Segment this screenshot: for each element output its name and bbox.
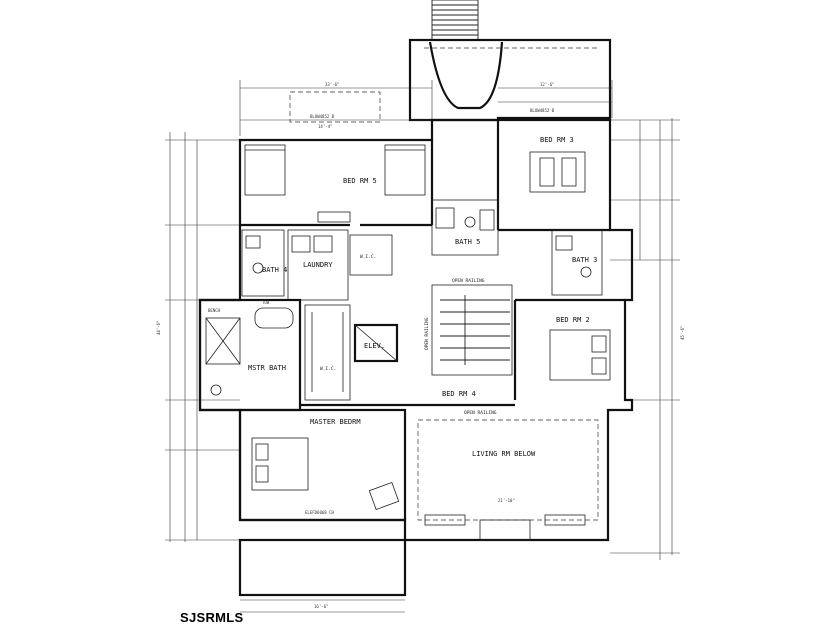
tub-note: TUB bbox=[262, 300, 270, 305]
window-callout-top: BLOW4852 B bbox=[310, 114, 335, 119]
master-chair bbox=[368, 481, 400, 511]
central-stair: OPEN RAILING OPEN RAILING bbox=[424, 278, 513, 376]
master-wic-area: W.I.C. bbox=[304, 304, 351, 401]
master-bedroom-area: MASTER BEDRM ELEFD6068 CH bbox=[238, 408, 407, 522]
room-label-laundry: LAUNDRY bbox=[303, 261, 333, 269]
overall-width-dim: 33'-6" bbox=[325, 82, 339, 87]
top-stair-treads bbox=[431, 0, 479, 41]
living-room-below-area: LIVING RM BELOW 21'-10" bbox=[417, 419, 599, 541]
room-label-bed-rm-3: BED RM 3 bbox=[540, 136, 574, 144]
railing-label-side: OPEN RAILING bbox=[424, 317, 430, 350]
exterior-walls bbox=[198, 116, 634, 542]
room-label-living-rm-below: LIVING RM BELOW bbox=[472, 450, 536, 458]
hall-area: BED RM 4 OPEN RAILING bbox=[300, 390, 515, 416]
closet-5a bbox=[244, 144, 286, 196]
railing-label-mid: OPEN RAILING bbox=[464, 410, 497, 416]
bed2-bed bbox=[549, 329, 611, 381]
left-depth-dim: 44'-6" bbox=[156, 321, 161, 335]
bed3-width-dim: 12'-6" bbox=[540, 82, 554, 87]
bed-rm-3-area: BED RM 3 bbox=[496, 136, 610, 232]
bed5-width-dim: 14'-4" bbox=[318, 124, 332, 129]
left-dimension-strings: 44'-6" bbox=[156, 132, 240, 542]
room-label-wic-upper: W.I.C. bbox=[360, 254, 376, 260]
bath-3-area: BATH 3 bbox=[551, 229, 603, 296]
room-label-bath-5: BATH 5 bbox=[455, 238, 480, 246]
room-label-bed-rm-2: BED RM 2 bbox=[556, 316, 590, 324]
railing-label-top: OPEN RAILING bbox=[452, 278, 485, 284]
closet-5b bbox=[384, 144, 426, 196]
bed5-dresser bbox=[317, 211, 351, 223]
bath-4-area: BATH 4 bbox=[241, 229, 287, 297]
room-label-bath-3: BATH 3 bbox=[572, 256, 597, 264]
bath-5-area: BATH 5 bbox=[431, 199, 499, 256]
room-label-bed-rm-4: BED RM 4 bbox=[442, 390, 476, 398]
room-label-master-bedrm: MASTER BEDRM bbox=[310, 418, 361, 426]
doors-callout: ELEFD6068 CH bbox=[305, 510, 334, 515]
room-label-bed-rm-5: BED RM 5 bbox=[343, 177, 377, 185]
deck-width-dim: 16'-6" bbox=[314, 604, 328, 609]
living-width-dim: 21'-10" bbox=[498, 498, 515, 503]
tub-fixture bbox=[254, 307, 294, 329]
right-dimension-strings: 45'-6" bbox=[610, 118, 685, 560]
room-label-bath-4: BATH 4 bbox=[262, 266, 287, 274]
bed-rm-2-area: BED RM 2 bbox=[513, 298, 625, 400]
window-callout-right: BLOW4852 B bbox=[530, 108, 555, 113]
elevator-area: ELEV. bbox=[353, 323, 399, 363]
laundry-area: LAUNDRY bbox=[287, 229, 349, 301]
master-bed bbox=[251, 437, 309, 491]
master-bath-area: BENCH TUB MSTR BATH bbox=[198, 298, 302, 412]
watermark-text: SJSRMLS bbox=[180, 610, 244, 625]
bed3-bed bbox=[529, 151, 586, 193]
shower-box bbox=[205, 317, 241, 365]
right-depth-dim: 45'-6" bbox=[680, 326, 685, 340]
room-label-wic: W.I.C. bbox=[320, 366, 336, 372]
bench-note: BENCH bbox=[208, 308, 221, 313]
chimney-outline bbox=[408, 38, 612, 122]
room-label-mstr-bath: MSTR BATH bbox=[248, 364, 286, 372]
top-dimension-string: 33'-6" BLOW4852 B 12'-6" BLOW4852 B bbox=[239, 80, 613, 136]
room-label-elev: ELEV. bbox=[364, 342, 385, 350]
upper-wic: W.I.C. bbox=[349, 234, 393, 276]
front-deck: 16'-6" bbox=[238, 538, 407, 613]
